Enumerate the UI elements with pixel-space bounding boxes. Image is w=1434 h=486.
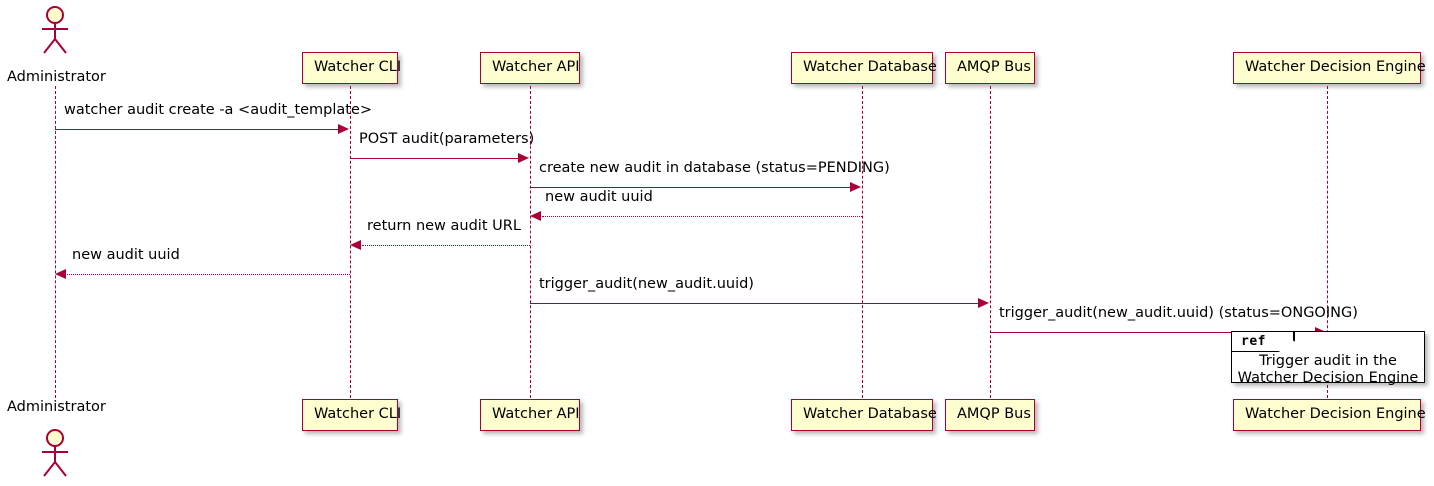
- participant-watcher-cli-top[interactable]: Watcher CLI: [302, 52, 401, 84]
- message-4-line: [542, 216, 862, 217]
- message-1-line: [55, 129, 339, 130]
- ref-fragment-keyword: ref: [1241, 334, 1266, 349]
- message-6-line: [67, 274, 350, 275]
- participant-watcher-decision-engine-bottom[interactable]: Watcher Decision Engine: [1233, 399, 1426, 431]
- participant-watcher-database-top[interactable]: Watcher Database: [791, 52, 937, 84]
- participant-watcher-decision-engine-top[interactable]: Watcher Decision Engine: [1233, 52, 1426, 84]
- lifeline-watcher-api: [530, 86, 531, 398]
- ref-fragment: ref Trigger audit in the Watcher Decisio…: [1231, 331, 1425, 386]
- ref-fragment-body: Trigger audit in the Watcher Decision En…: [1232, 353, 1424, 387]
- participant-watcher-api-bottom[interactable]: Watcher API: [480, 399, 580, 431]
- participant-amqp-bus-bottom[interactable]: AMQP Bus: [945, 399, 1035, 431]
- actor-administrator-top-icon: [33, 4, 77, 56]
- actor-administrator-top-label: Administrator: [7, 69, 106, 85]
- lifeline-amqp-bus: [990, 86, 991, 398]
- message-7-arrowhead: [978, 298, 989, 308]
- message-7-line: [530, 303, 979, 304]
- message-8-line: [990, 332, 1316, 333]
- message-5-arrowhead: [350, 240, 361, 250]
- message-1-label: watcher audit create -a <audit_template>: [64, 102, 373, 118]
- actor-administrator-bottom-label: Administrator: [7, 399, 106, 415]
- message-3-arrowhead: [850, 182, 861, 192]
- message-3-label: create new audit in database (status=PEN…: [539, 160, 890, 176]
- message-8-label: trigger_audit(new_audit.uuid) (status=ON…: [999, 305, 1358, 321]
- message-3-line: [530, 187, 851, 188]
- participant-amqp-bus-top[interactable]: AMQP Bus: [945, 52, 1035, 84]
- message-5-label: return new audit URL: [367, 218, 521, 234]
- participant-watcher-cli-bottom[interactable]: Watcher CLI: [302, 399, 401, 431]
- message-7-label: trigger_audit(new_audit.uuid): [539, 276, 754, 292]
- ref-fragment-line-2: Watcher Decision Engine: [1237, 370, 1419, 386]
- message-5-line: [362, 245, 530, 246]
- message-2-label: POST audit(parameters): [359, 131, 535, 147]
- message-6-label: new audit uuid: [72, 247, 180, 263]
- message-2-arrowhead: [518, 153, 529, 163]
- message-4-arrowhead: [530, 211, 541, 221]
- lifeline-administrator: [55, 86, 56, 398]
- lifeline-watcher-decision-engine: [1327, 86, 1328, 398]
- participant-watcher-api-top[interactable]: Watcher API: [480, 52, 580, 84]
- lifeline-watcher-database: [862, 86, 863, 398]
- message-2-line: [350, 158, 519, 159]
- actor-administrator-bottom-icon: [33, 427, 77, 479]
- participant-watcher-database-bottom[interactable]: Watcher Database: [791, 399, 937, 431]
- ref-fragment-line-1: Trigger audit in the: [1259, 353, 1397, 369]
- message-4-label: new audit uuid: [545, 189, 653, 205]
- message-1-arrowhead: [338, 124, 349, 134]
- message-6-arrowhead: [55, 269, 66, 279]
